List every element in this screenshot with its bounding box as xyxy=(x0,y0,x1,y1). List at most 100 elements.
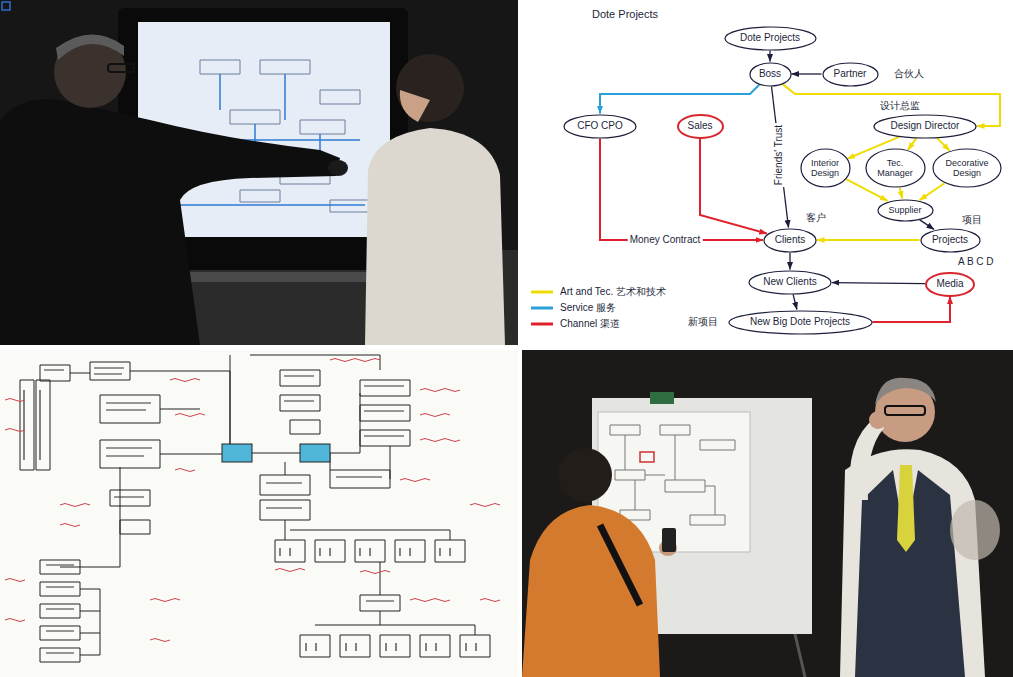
ellipse-shape xyxy=(564,115,636,138)
legend-entry: Art and Tec. 艺术和技术 xyxy=(530,286,666,298)
connector xyxy=(873,297,951,323)
connector xyxy=(900,188,903,199)
ellipse-shape xyxy=(874,115,976,138)
glasses xyxy=(108,64,134,72)
red-notes xyxy=(5,359,500,642)
legend-text: Art and Tec. 艺术和技术 xyxy=(560,286,666,298)
ellipse-node: Media xyxy=(925,272,975,297)
ellipse-shape xyxy=(921,229,980,252)
connector-label: Money Contract xyxy=(628,234,703,246)
handwritten-note: 项目 xyxy=(962,214,982,226)
ellipse-node: New Clients xyxy=(748,270,832,295)
handwritten-note: 合伙人 xyxy=(894,68,924,80)
speaker-tie xyxy=(897,465,915,552)
ellipse-shape xyxy=(823,63,878,86)
handwritten-note: 客户 xyxy=(806,212,826,224)
node-text: Clients xyxy=(775,234,806,246)
legend-line xyxy=(531,290,553,293)
connector xyxy=(920,220,934,230)
pointing-hand xyxy=(328,160,348,176)
node-text: New Big Dote Projects xyxy=(750,316,850,328)
listener-hair xyxy=(396,54,464,122)
ellipse-shape xyxy=(878,200,933,221)
connector xyxy=(792,73,822,74)
ellipse-shape xyxy=(801,149,850,187)
connector xyxy=(772,86,789,227)
node-text: Media xyxy=(936,278,963,290)
sketch-lines xyxy=(60,355,475,655)
connector-label: Friends' Trust xyxy=(773,123,785,187)
photo-background xyxy=(0,0,518,345)
legend-text: Channel 渠道 xyxy=(560,318,620,330)
legend-swatch xyxy=(530,320,554,328)
node-text: Design Director xyxy=(891,120,960,132)
connector xyxy=(920,183,945,200)
flip-chart-clip xyxy=(650,392,674,404)
paper-background xyxy=(0,350,518,677)
node-text: Decorative Design xyxy=(942,158,992,179)
phone xyxy=(662,528,676,552)
legend-swatch xyxy=(530,304,554,312)
node-text: Supplier xyxy=(888,205,921,215)
corner-icon xyxy=(2,2,10,10)
listener-shirt xyxy=(365,128,505,345)
highlight-box xyxy=(222,444,252,462)
legend-entry: Channel 渠道 xyxy=(530,318,620,330)
presenter-hair xyxy=(56,34,124,60)
sketch-writing xyxy=(24,368,476,653)
handwritten-note: 新项目 xyxy=(688,316,718,328)
sketch-boxes xyxy=(20,362,490,662)
presenter-body xyxy=(0,99,340,345)
connector xyxy=(908,138,916,150)
connector xyxy=(793,294,797,309)
ellipse-node: Projects xyxy=(920,228,981,253)
ellipse-node: Boss xyxy=(749,62,792,87)
paper-sketch xyxy=(610,425,735,525)
ellipse-node: New Big Dote Projects xyxy=(728,310,873,335)
node-text: Boss xyxy=(759,68,781,80)
connector xyxy=(600,85,759,114)
node-text: Sales xyxy=(687,120,712,132)
highlight-box xyxy=(300,444,330,462)
photo-background xyxy=(522,350,1013,677)
ellipse-shape xyxy=(729,311,872,334)
ellipse-shape xyxy=(933,149,1001,187)
handwritten-note: 设计总监 xyxy=(880,100,920,112)
ellipse-node: CFO CPO xyxy=(563,114,637,139)
ellipse-node: Sales xyxy=(677,114,724,139)
diagram-title: Dote Projects xyxy=(592,8,658,21)
connector xyxy=(817,239,920,241)
node-text: CFO CPO xyxy=(577,120,623,132)
connector xyxy=(789,253,790,270)
legend-line xyxy=(531,306,553,309)
handwritten-note: A B C D xyxy=(958,256,994,268)
node-text: Interior Design xyxy=(800,158,850,179)
speaker-hair xyxy=(875,378,936,405)
node-text: Projects xyxy=(932,234,968,246)
legend-swatch xyxy=(530,288,554,296)
speaker-arm xyxy=(849,418,884,500)
ellipse-node: Decorative Design xyxy=(932,148,1002,188)
ellipse-shape xyxy=(764,229,816,252)
connector xyxy=(769,51,770,62)
ellipse-shape xyxy=(866,149,925,187)
paper-highlight xyxy=(640,452,654,462)
connector xyxy=(700,139,767,234)
connector xyxy=(832,283,925,284)
listener-face xyxy=(400,90,430,122)
legend-line xyxy=(531,322,553,325)
ellipse-node: Interior Design xyxy=(800,148,851,188)
ellipse-node: Clients xyxy=(763,228,817,253)
ellipse-node: Tec. Manager xyxy=(865,148,926,188)
audience-jacket xyxy=(522,505,660,677)
ellipse-shape xyxy=(725,27,816,50)
connector xyxy=(600,139,763,241)
ellipse-shape xyxy=(749,271,831,294)
node-text: Tec. Manager xyxy=(870,158,920,179)
legend-entry: Service 服务 xyxy=(530,302,616,314)
ellipse-node: Dote Projects xyxy=(724,26,817,51)
ellipse-shape xyxy=(750,63,791,86)
audience-head xyxy=(558,448,612,502)
